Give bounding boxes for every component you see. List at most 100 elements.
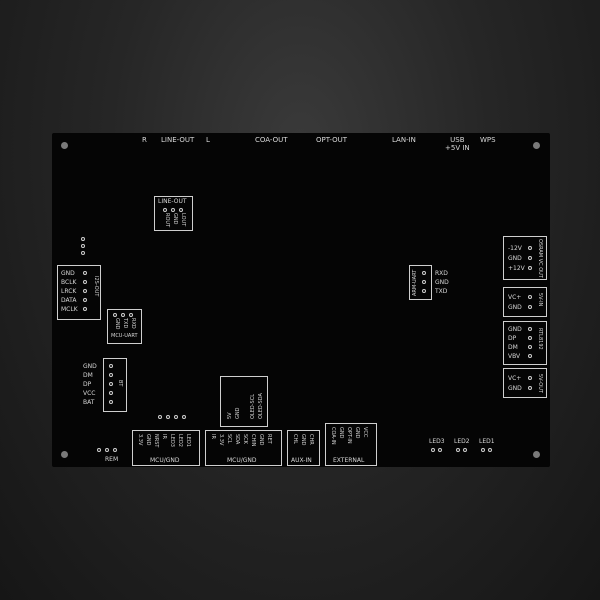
- mcu-uart-connector: GND TXD RXD MCU-UART: [107, 309, 142, 344]
- pin: [83, 298, 87, 302]
- 5v-out-title: 5V-OUT: [537, 374, 543, 393]
- led2-label: LED2: [454, 438, 470, 445]
- rtl8192-connector: GND DP DM VBV RTL8192: [503, 321, 547, 365]
- pin: [438, 448, 442, 452]
- label-coa-out: COA-OUT: [255, 136, 288, 144]
- mounting-hole: [61, 142, 68, 149]
- external-title: EXTERNAL: [333, 457, 365, 464]
- pin-label-oled-sda: OLED-SDA: [258, 393, 264, 419]
- pin-label-txd: TXD: [122, 318, 128, 329]
- line-out-connector: LINE-OUT ROUT GND LOUT: [154, 196, 193, 231]
- mcu-gnd-connector-2: IR 3.3V SCL SDA SCK CHIN GND RET MCU/GND: [205, 430, 282, 466]
- mounting-hole: [533, 142, 540, 149]
- pin: [182, 415, 186, 419]
- pin: [105, 448, 109, 452]
- line-out-title: LINE-OUT: [158, 198, 187, 205]
- mcu-gnd-title-2: MCU/GND: [227, 457, 257, 464]
- bt-pin-label-dp: DP: [83, 381, 92, 388]
- pin-label-3v3: 3.3V: [218, 434, 224, 446]
- pin-label-ir: IR: [210, 434, 216, 439]
- pin-label-gnd: GND: [172, 213, 178, 225]
- pin: [83, 280, 87, 284]
- pin-label-chr: CHR: [308, 434, 314, 445]
- pin-label-vc-plus: VC+: [508, 375, 522, 382]
- pin: [481, 448, 485, 452]
- label-usb-text: USB: [450, 136, 465, 144]
- pin-label-bclk: BCLK: [61, 279, 77, 286]
- pin-label-gnd: GND: [338, 427, 344, 439]
- pin: [528, 345, 532, 349]
- pin-label-gnd: GND: [508, 385, 522, 392]
- label-line-out: LINE-OUT: [161, 136, 195, 144]
- pin-label-sda: SDA: [234, 434, 240, 445]
- pin: [528, 336, 532, 340]
- pin: [109, 400, 113, 404]
- osram-vc-out-connector: -12V GND +12V OSRAM VC OUT: [503, 236, 547, 280]
- 5v-in-connector: VC+ GND 5V-IN: [503, 287, 547, 317]
- label-usb: USB +5V IN: [445, 136, 470, 152]
- pin-label-scl: SCL: [226, 434, 232, 444]
- rtl8192-title: RTL8192: [537, 328, 543, 350]
- osram-vc-out-title: OSRAM VC OUT: [537, 239, 543, 278]
- pin-label-rout: ROUT: [164, 213, 170, 228]
- pin: [528, 266, 532, 270]
- pin-label-gnd: GND: [114, 318, 120, 330]
- pin: [528, 376, 532, 380]
- pin-label-gnd: GND: [354, 427, 360, 439]
- pin: [528, 256, 532, 260]
- pin-label-gnd: GND: [300, 434, 306, 446]
- pin: [81, 237, 85, 241]
- pin: [431, 448, 435, 452]
- pin-label-nrst: NRST: [153, 434, 159, 448]
- pin-label-gnd: GND: [508, 326, 522, 333]
- pin-label-vcc: VCC: [362, 427, 368, 438]
- pin: [528, 354, 532, 358]
- oled-connector: 5V GND OLED-SCL OLED-SDA: [220, 376, 268, 427]
- label-l: L: [206, 136, 210, 144]
- mounting-hole: [533, 451, 540, 458]
- bt-pin-label-gnd: GND: [83, 363, 97, 370]
- pin-label-led2: LED2: [177, 434, 183, 447]
- bt-title: BT: [117, 380, 123, 387]
- pin-label-ir: IR: [161, 434, 167, 439]
- pin-label-coa-in: COA-IN: [330, 427, 336, 445]
- pin-label-gnd: GND: [508, 255, 522, 262]
- 5v-out-connector: VC+ GND 5V-OUT: [503, 368, 547, 398]
- pin-label-minus-12v: -12V: [508, 245, 522, 252]
- pin: [109, 373, 113, 377]
- arm-uart-pin-label-rxd: RXD: [435, 270, 448, 277]
- pin: [528, 246, 532, 250]
- pin-label-rxd: RXD: [130, 318, 136, 329]
- i2s-out-title: I2S-OUT: [93, 276, 99, 297]
- label-wps: WPS: [480, 136, 496, 144]
- pin: [158, 415, 162, 419]
- pin-label-gnd: GND: [145, 434, 151, 446]
- led1-label: LED1: [479, 438, 495, 445]
- aux-in-connector: CHL GND CHR AUX-IN: [287, 430, 320, 466]
- pin-label-chin: CHIN: [250, 434, 256, 447]
- pin: [528, 295, 532, 299]
- pin-label-plus-12v: +12V: [508, 265, 525, 272]
- pin-label-3v3: 3.3V: [137, 434, 143, 446]
- pin: [463, 448, 467, 452]
- bt-pin-label-vcc: VCC: [83, 390, 96, 397]
- pin: [81, 251, 85, 255]
- pin-label-led1: LED1: [185, 434, 191, 447]
- pin-label-chl: CHL: [292, 434, 298, 445]
- rem-label: REM: [105, 456, 119, 463]
- pin: [81, 244, 85, 248]
- pin: [129, 313, 133, 317]
- pin: [83, 307, 87, 311]
- pin: [97, 448, 101, 452]
- pin-label-mclk: MCLK: [61, 306, 78, 313]
- aux-in-title: AUX-IN: [291, 457, 312, 464]
- pin: [83, 271, 87, 275]
- pin: [166, 415, 170, 419]
- pin: [422, 289, 426, 293]
- pin: [113, 448, 117, 452]
- pin-label-5v: 5V: [227, 412, 233, 419]
- pin-label-gnd: GND: [235, 407, 241, 419]
- arm-uart-title: ARM-UART: [412, 269, 418, 296]
- pin-label-oled-scl: OLED-SCL: [250, 394, 256, 419]
- label-r: R: [142, 136, 147, 144]
